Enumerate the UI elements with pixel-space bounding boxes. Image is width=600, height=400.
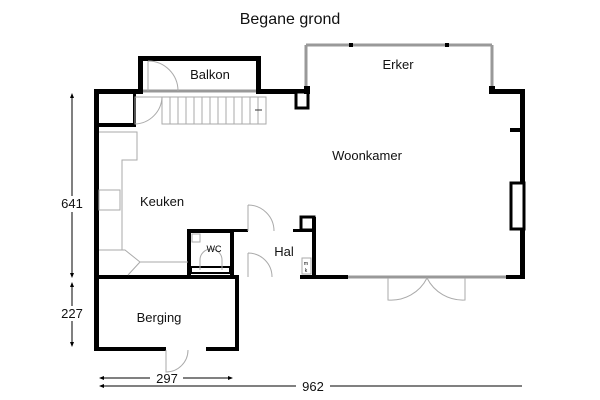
dimension-height-main: 641	[61, 196, 83, 211]
room-labels: Balkon Erker Woonkamer Keuken WC Hal Ber…	[137, 57, 415, 325]
meterkast-label-m: m	[304, 261, 308, 267]
meterkast-label-k: k	[305, 268, 308, 274]
room-erker: Erker	[382, 57, 414, 72]
plan-title: Begane grond	[240, 11, 341, 28]
dimension-width-berging: 297	[156, 371, 178, 386]
room-woonkamer: Woonkamer	[332, 148, 403, 163]
room-hal: Hal	[274, 244, 294, 259]
dimension-height-berging: 227	[61, 306, 83, 321]
windows-and-fixtures: m k	[98, 43, 506, 373]
dimension-lines: 641 227 297 962	[61, 93, 522, 394]
room-wc: WC	[207, 244, 222, 254]
walls	[94, 56, 526, 351]
room-balkon: Balkon	[190, 67, 230, 82]
room-keuken: Keuken	[140, 194, 184, 209]
room-berging: Berging	[137, 310, 182, 325]
dimension-width-total: 962	[302, 379, 324, 394]
